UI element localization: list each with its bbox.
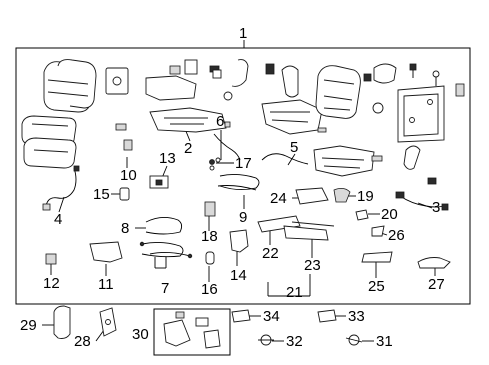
callout-10: 10 [120, 167, 137, 184]
callout-23: 23 [304, 257, 321, 274]
callout-1: 1 [239, 25, 248, 42]
callout-21: 21 [286, 284, 303, 301]
callout-29: 29 [20, 317, 37, 334]
callout-18: 18 [201, 228, 218, 245]
callout-5: 5 [290, 139, 299, 156]
callout-16: 16 [201, 281, 218, 298]
callout-22: 22 [262, 245, 279, 262]
upper-brackets [105, 59, 299, 133]
callout-31: 31 [376, 333, 393, 350]
callout-4: 4 [54, 211, 63, 228]
callout-26: 26 [388, 227, 405, 244]
callout-13: 13 [159, 150, 176, 167]
lower-left-parts [45, 201, 249, 265]
callout-33: 33 [348, 308, 365, 325]
small-parts [119, 133, 309, 201]
callout-8: 8 [121, 220, 130, 237]
kit-frame [153, 308, 231, 356]
seat-frame-center [261, 63, 465, 185]
callout-7: 7 [161, 280, 170, 297]
callout-15: 15 [93, 186, 110, 203]
callout-25: 25 [368, 278, 385, 295]
callout-20: 20 [381, 206, 398, 223]
callout-19: 19 [357, 188, 374, 205]
callout-27: 27 [428, 276, 445, 293]
callout-24: 24 [270, 190, 287, 207]
callout-32: 32 [286, 333, 303, 350]
callout-3: 3 [432, 199, 441, 216]
callout-17: 17 [235, 155, 252, 172]
callout-28: 28 [74, 333, 91, 350]
seat-cushion-assembly [21, 115, 77, 169]
callout-9: 9 [239, 209, 248, 226]
bottom-parts [53, 305, 363, 349]
callout-30: 30 [132, 326, 149, 343]
callout-6: 6 [216, 113, 225, 130]
callout-34: 34 [263, 308, 280, 325]
seat-rails [257, 187, 451, 269]
callout-2: 2 [184, 140, 193, 157]
seat-back-assembly [43, 59, 97, 113]
callout-14: 14 [230, 267, 247, 284]
cables [139, 173, 260, 259]
callout-11: 11 [98, 276, 114, 293]
callout-12: 12 [43, 275, 60, 292]
assembly-frame [15, 47, 471, 305]
wire-harness-4 [42, 165, 80, 211]
